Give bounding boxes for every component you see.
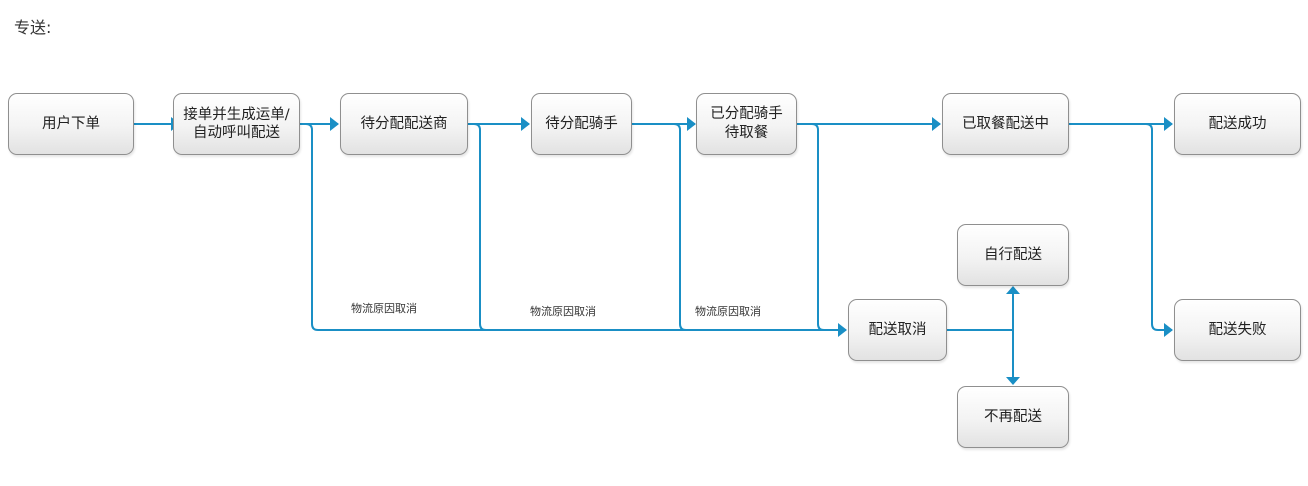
node-user-order: 用户下单 [8, 93, 134, 155]
arrow-rider [521, 117, 530, 131]
node-delivery-fail: 配送失败 [1174, 299, 1301, 361]
node-wait-rider: 待分配骑手 [531, 93, 632, 155]
node-no-more-delivery: 不再配送 [957, 386, 1069, 448]
edge-label-cancel-3: 物流原因取消 [695, 305, 761, 318]
edge-label-cancel-2: 物流原因取消 [530, 305, 596, 318]
arrow-picked [932, 117, 941, 131]
edge-label-cancel-1: 物流原因取消 [351, 302, 417, 315]
edge-fail [1145, 123, 1172, 331]
arrow-self [1006, 286, 1020, 294]
page-title: 专送: [14, 18, 52, 37]
node-wait-merchant: 待分配配送商 [340, 93, 468, 155]
arrow-nomore [1006, 377, 1020, 385]
node-delivery-cancel: 配送取消 [848, 299, 947, 361]
node-accept-order: 接单并生成运单/自动呼叫配送 [173, 93, 300, 155]
node-assigned-rider: 已分配骑手待取餐 [696, 93, 797, 155]
node-picked-delivering: 已取餐配送中 [942, 93, 1069, 155]
edge-cancel-1 [305, 123, 319, 331]
edge-cancel-4 [811, 123, 825, 331]
arrow-cancel [838, 323, 847, 337]
node-delivery-success: 配送成功 [1174, 93, 1301, 155]
arrow-fail [1164, 323, 1173, 337]
edge-cancel-3 [673, 123, 687, 331]
arrow-success [1164, 117, 1173, 131]
arrow-assigned [687, 117, 696, 131]
arrow-merchant [330, 117, 339, 131]
edge-cancel-2 [473, 123, 487, 331]
node-self-delivery: 自行配送 [957, 224, 1069, 286]
